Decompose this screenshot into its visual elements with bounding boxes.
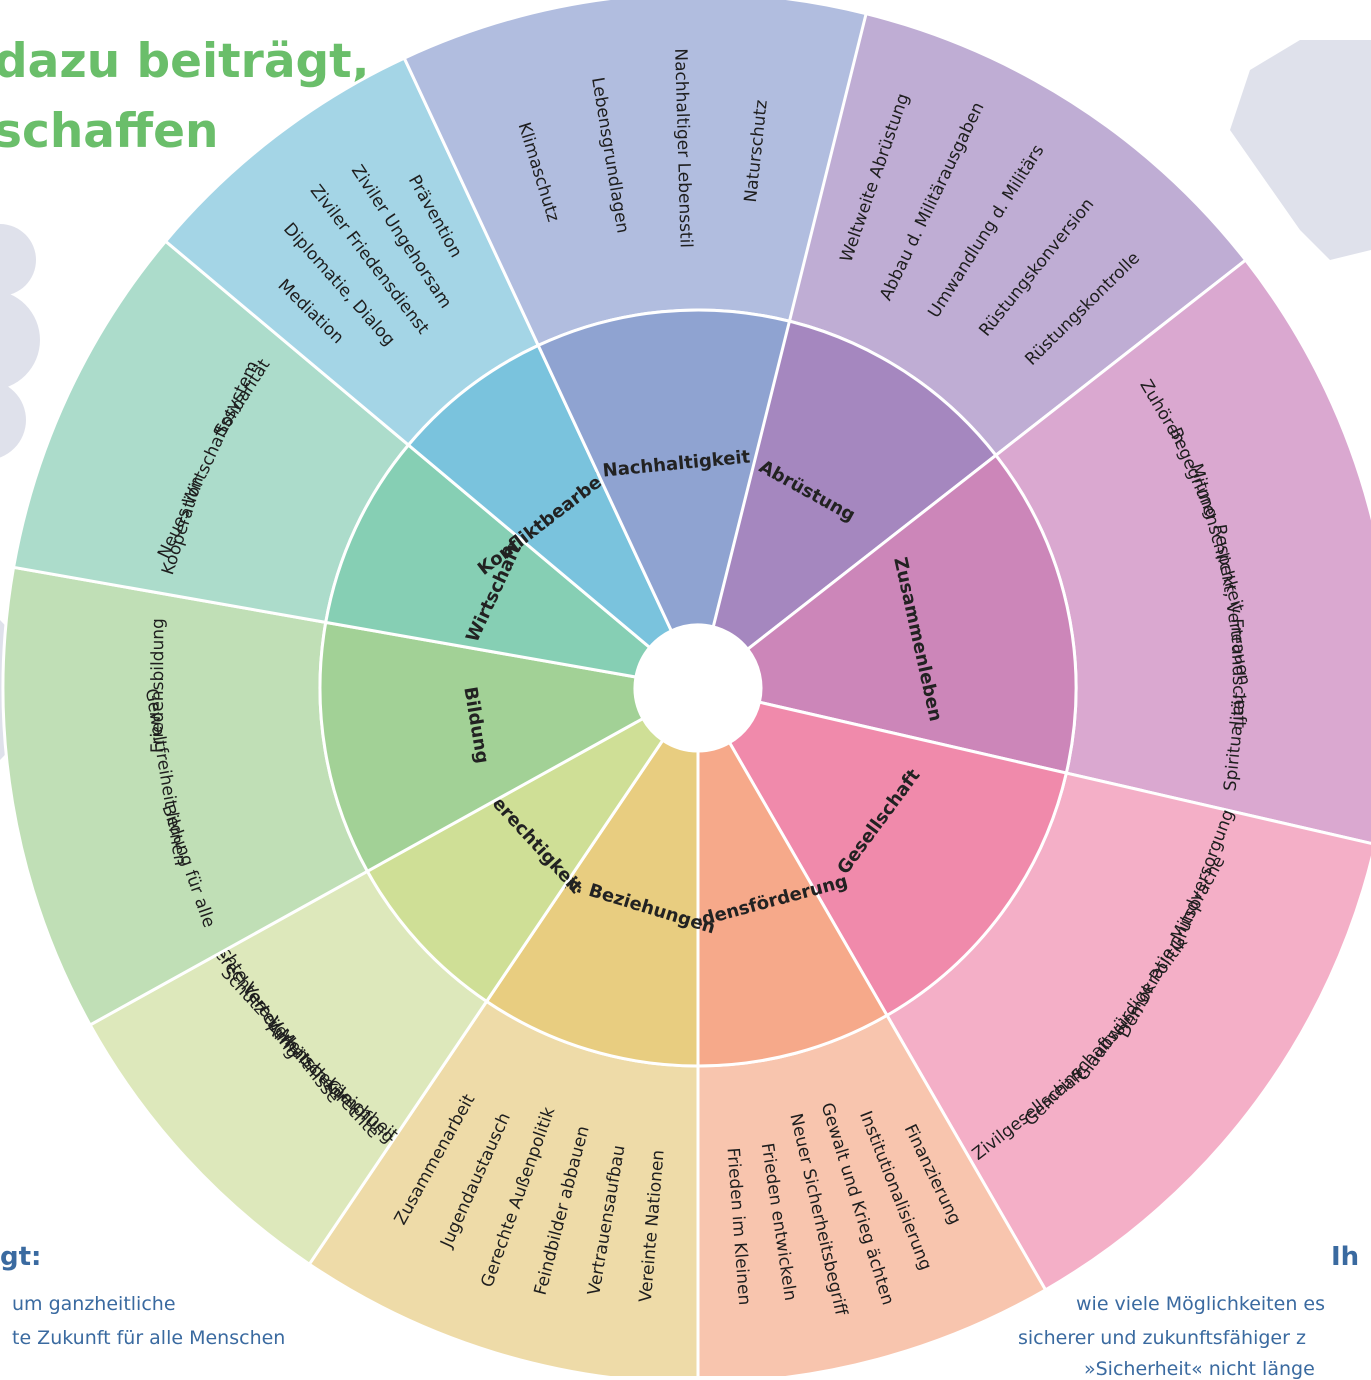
- bottom-left-title: gt:: [0, 1242, 42, 1272]
- bottom-left-line-1: um ganzheitliche: [12, 1293, 176, 1315]
- inner-segment-friedensfoerderung: [696, 740, 890, 1068]
- bottom-right-line-3: »Sicherheit« nicht länge: [1084, 1358, 1315, 1380]
- bottom-right-line-1: wie viele Möglichkeiten es: [1076, 1293, 1325, 1315]
- item-label-bildung: Friedensbildung: [148, 618, 169, 753]
- inner-segment-zusammenleben: [745, 453, 1078, 775]
- bottom-right-line-2: sicherer und zukunftsfähiger z: [1018, 1327, 1306, 1349]
- heading-line-1: dazu beiträgt,: [0, 34, 370, 89]
- inner-segment-wirtschaft: [324, 442, 652, 679]
- heading-line-2: schaffen: [0, 104, 219, 159]
- hand-shape-right: [1230, 40, 1371, 260]
- center-hub: [635, 625, 761, 751]
- bottom-right-title: Ih: [1331, 1242, 1360, 1272]
- bottom-left-line-2: te Zukunft für alle Menschen: [12, 1327, 286, 1349]
- item-label-zusammenleben: Freundschaft: [1226, 618, 1249, 729]
